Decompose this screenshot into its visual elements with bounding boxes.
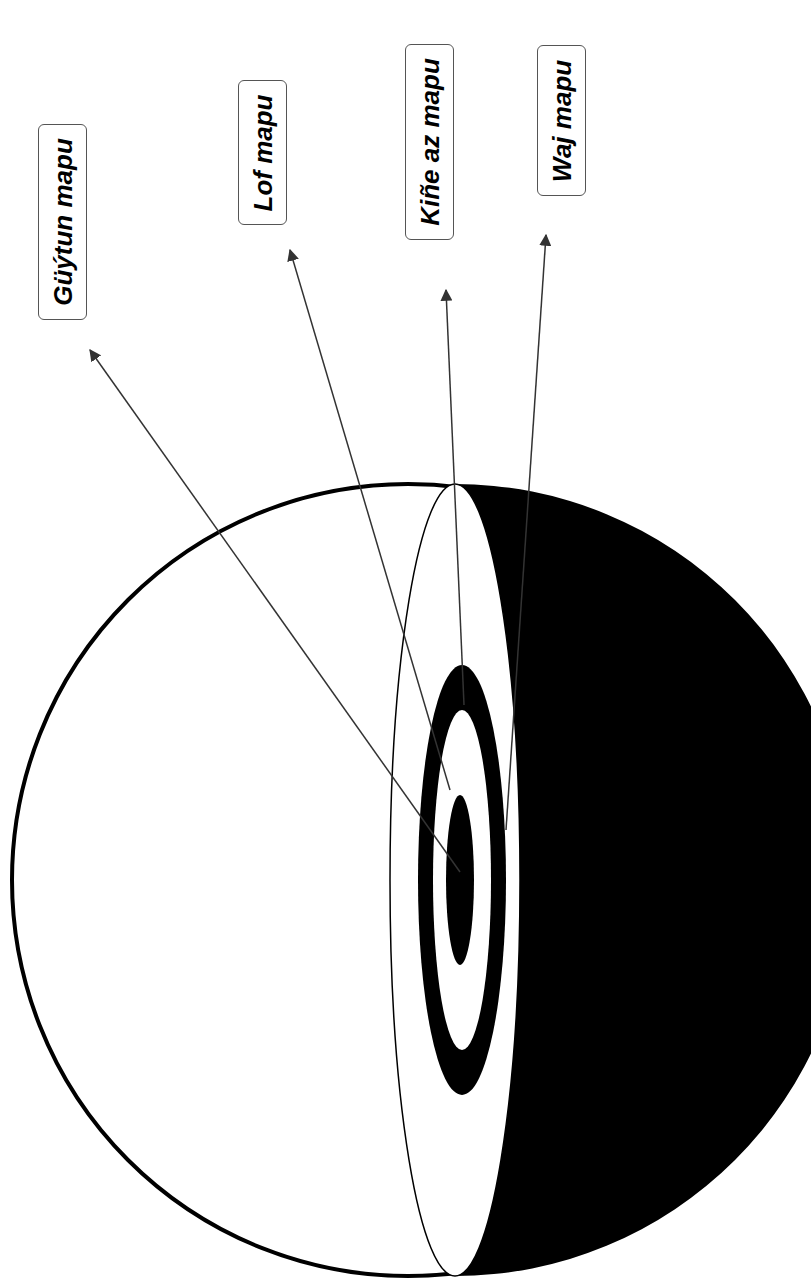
layer-label: Lof mapu	[247, 94, 278, 211]
core	[446, 795, 474, 965]
outer-ring	[418, 665, 506, 1095]
leader-line	[290, 250, 450, 790]
layer-label: Waj mapu	[546, 59, 577, 181]
label-box: Lof mapu	[238, 80, 287, 225]
leader-line	[90, 350, 460, 872]
label-box: Kiñe az mapu	[405, 44, 454, 240]
leader-line	[506, 235, 546, 830]
cut-face	[390, 484, 520, 1276]
label-box: Güýtun mapu	[38, 124, 87, 320]
layer-label: Güýtun mapu	[47, 138, 78, 306]
leader-line	[446, 290, 464, 705]
layer-label: Kiñe az mapu	[414, 58, 445, 226]
label-box: Waj mapu	[537, 45, 586, 196]
